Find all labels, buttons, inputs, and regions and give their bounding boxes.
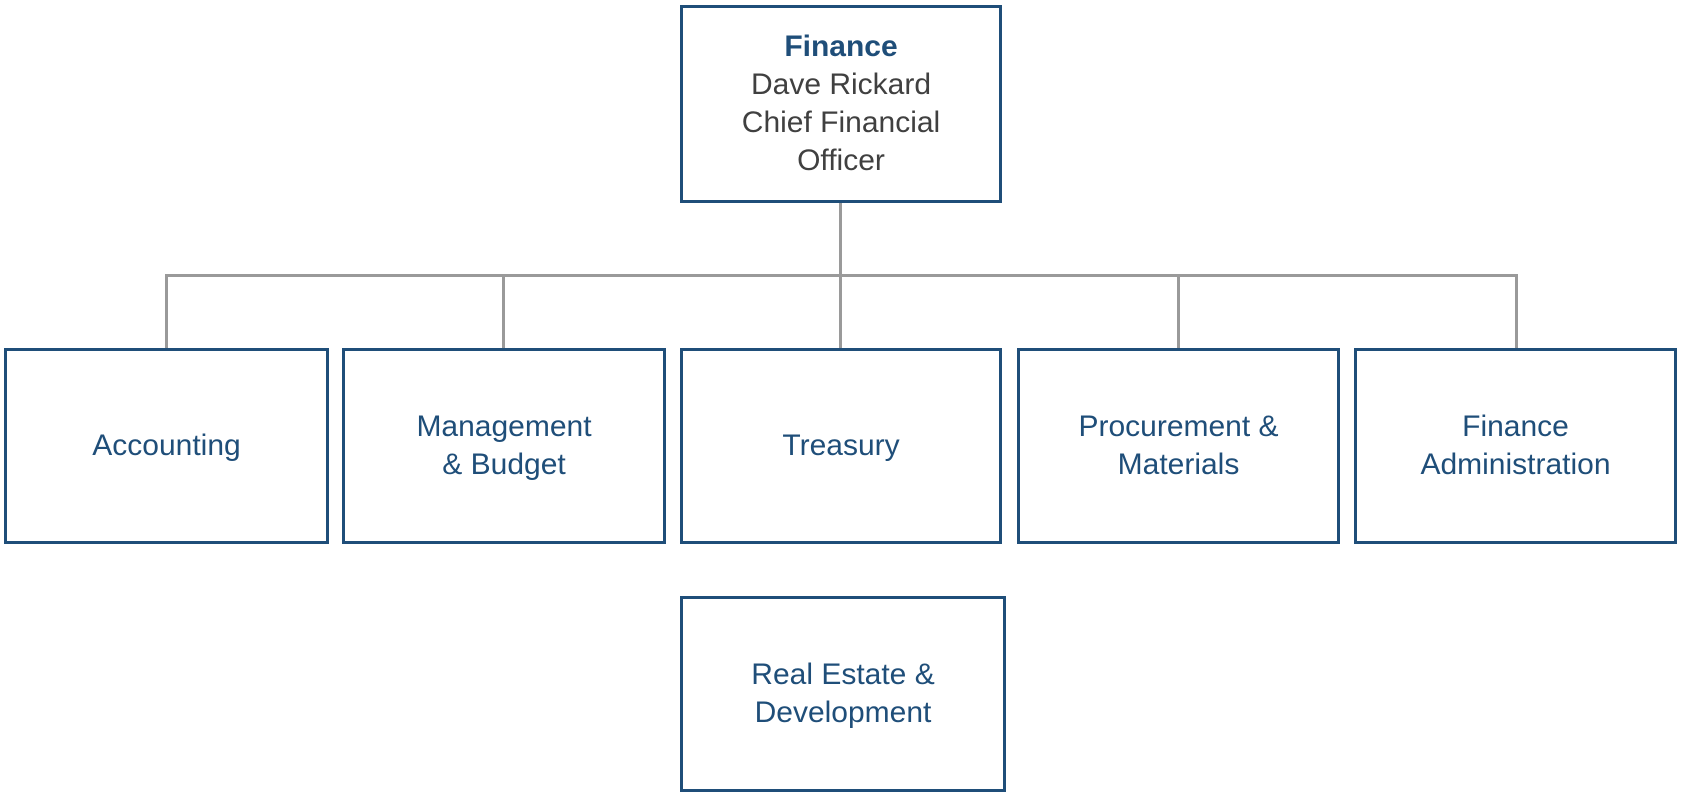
node-finance-administration[interactable]: Finance Administration [1354, 348, 1677, 544]
node-label-2: & Budget [442, 448, 566, 481]
node-label: Accounting [92, 429, 241, 462]
node-label-2: Administration [1420, 448, 1611, 481]
connector-management-budget [502, 274, 505, 350]
connector-accounting [165, 274, 168, 350]
connector-procurement [1177, 274, 1180, 350]
node-person-title-2: Officer [797, 144, 885, 177]
node-label-2: Materials [1117, 448, 1240, 481]
node-label: Treasury [782, 429, 900, 462]
connector-treasury [839, 274, 842, 350]
connector-finance-admin [1515, 274, 1518, 350]
node-label: Management [416, 410, 592, 443]
node-real-estate-development[interactable]: Real Estate & Development [680, 596, 1006, 792]
node-label-2: Development [754, 696, 932, 729]
node-label: Finance [1462, 410, 1569, 443]
node-accounting[interactable]: Accounting [4, 348, 329, 544]
node-procurement-materials[interactable]: Procurement & Materials [1017, 348, 1340, 544]
node-person-name: Dave Rickard [750, 68, 932, 101]
node-management-budget[interactable]: Management & Budget [342, 348, 666, 544]
node-label: Real Estate & [751, 658, 935, 691]
node-department: Finance [784, 30, 898, 63]
node-treasury[interactable]: Treasury [680, 348, 1002, 544]
node-finance-cfo[interactable]: Finance Dave Rickard Chief Financial Off… [680, 5, 1002, 203]
node-label: Procurement & [1078, 410, 1279, 443]
root-connector [839, 201, 842, 276]
node-person-title: Chief Financial [741, 106, 941, 139]
